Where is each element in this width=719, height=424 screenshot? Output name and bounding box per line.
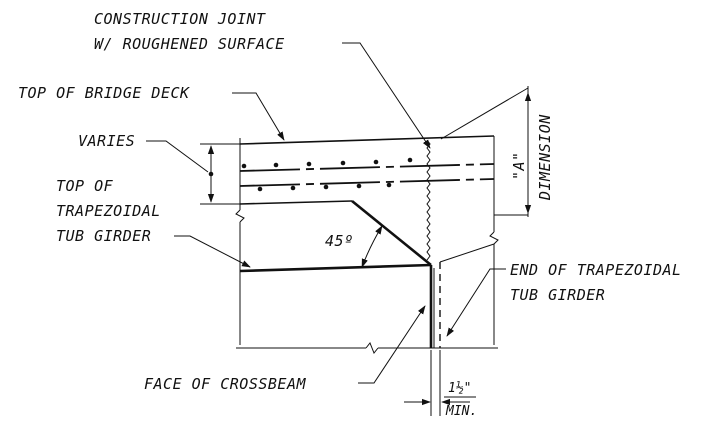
construction-joint-leader (342, 42, 431, 149)
bridge-deck-leader (232, 92, 285, 141)
crossbeam-label: FACE OF CROSSBEAM (144, 375, 306, 393)
min-dim-label-1: 1½" (448, 381, 471, 396)
deck-top-line (239, 135, 495, 145)
right-break-symbol (489, 231, 499, 245)
crossbeam-leader (358, 305, 426, 384)
girder-top-line (239, 200, 353, 205)
a-dimension-label-2: DIMENSION (536, 114, 554, 201)
bridge-deck-label: TOP OF BRIDGE DECK (18, 84, 190, 102)
girder-top-label-1: TOP OF (56, 177, 114, 195)
varies-dot (208, 171, 214, 177)
varies-label: VARIES (78, 132, 135, 150)
haunch-45-line (351, 199, 432, 267)
girder-end-label-1: END OF TRAPEZOIDAL (510, 261, 682, 279)
a-dimension-label: "A" (510, 151, 528, 180)
varies-leader (146, 140, 209, 173)
a-dim-ext-top (440, 87, 529, 140)
angle-label: 45º (325, 232, 354, 250)
girder-top-label-3: TUB GIRDER (56, 227, 151, 245)
min-dim-label-2: MIN. (445, 404, 477, 419)
bottom-break-symbol (365, 342, 379, 354)
angle-arc (361, 225, 383, 268)
girder-end-to-boundary (439, 243, 495, 263)
girder-end-leader (446, 268, 506, 337)
girder-top-label-2: TRAPEZOIDAL (56, 202, 161, 220)
girder-bottom-line (239, 263, 432, 273)
bottom-rebar-line (239, 178, 495, 187)
left-break-symbol (235, 209, 245, 223)
girder-top-leader (174, 235, 251, 268)
rebar-dots-bottom (257, 182, 392, 192)
construction-joint-line (426, 139, 431, 261)
construction-joint-label-1: CONSTRUCTION JOINT (94, 10, 266, 28)
girder-end-label-2: TUB GIRDER (510, 286, 605, 304)
construction-joint-label-2: W/ ROUGHENED SURFACE (94, 35, 285, 53)
top-rebar-line (239, 163, 495, 172)
rebar-dots-top (241, 157, 413, 169)
